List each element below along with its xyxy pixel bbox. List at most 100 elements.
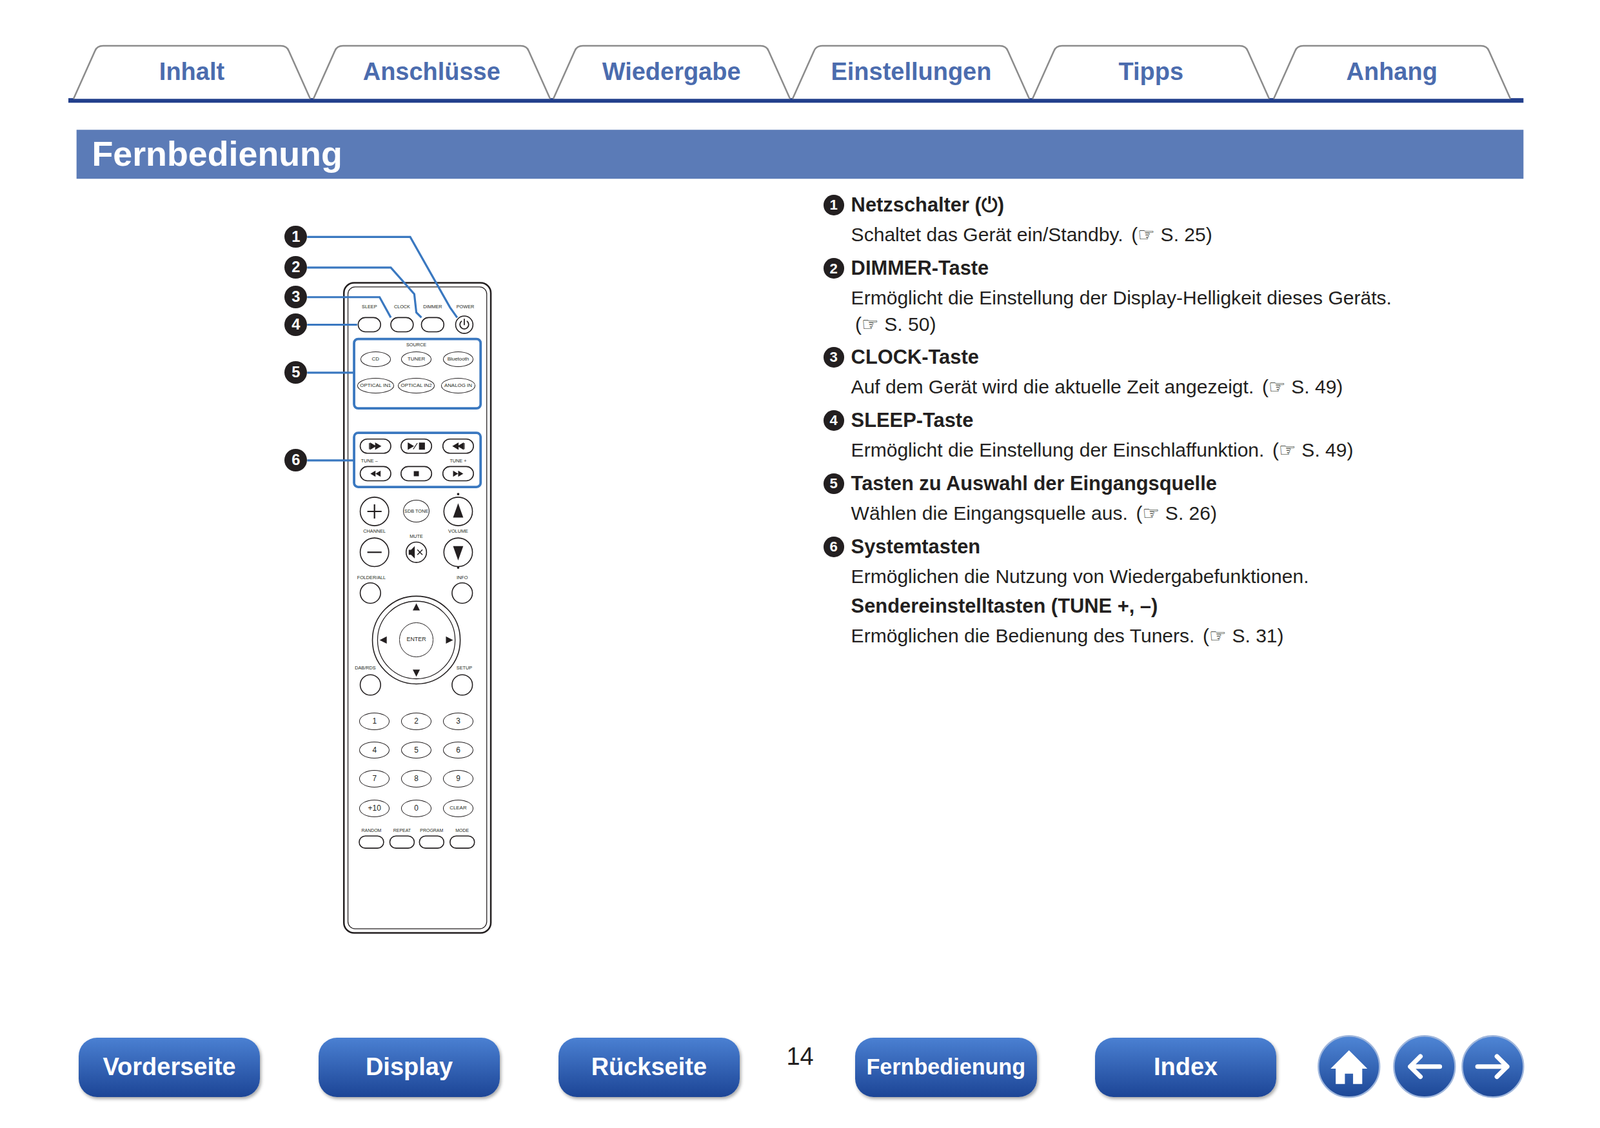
node-text: 2 — [829, 261, 838, 277]
remote-button — [359, 835, 384, 849]
node-text: 1 — [372, 717, 377, 725]
node-text: +10 — [368, 804, 382, 812]
item-description: Ermöglichen die Bedienung des Tuners. — [851, 624, 1196, 647]
volume-down-symbol — [453, 546, 464, 561]
node-text: Vorderseite — [103, 1054, 237, 1081]
leader-line — [306, 297, 391, 318]
stop-symbol — [414, 471, 420, 477]
node-text: Anschlüsse — [363, 59, 501, 86]
remote-button: 7 — [359, 770, 390, 788]
node-text: 3 — [829, 349, 838, 365]
button-label: VOLUME — [448, 528, 469, 534]
button-label: DIMMER — [423, 304, 442, 310]
remote-button: ANALOG IN — [441, 377, 476, 394]
remote-button: ENTER — [399, 622, 435, 658]
button-label: SLEEP — [361, 304, 377, 310]
node-text: 6 — [291, 452, 300, 469]
node-text: Tipps — [1118, 59, 1185, 86]
page-number: 14 — [786, 1042, 814, 1072]
remote-body-inner — [348, 286, 487, 929]
callout-number: 3 — [823, 346, 845, 368]
node-text: ANALOG IN — [444, 383, 473, 389]
button-label: TUNE – — [361, 458, 378, 464]
remote-button — [372, 595, 461, 684]
home-icon — [1330, 1049, 1368, 1084]
remote-button: 9 — [443, 770, 474, 788]
item-description: Auf dem Gerät wird die aktuelle Zeit ang… — [851, 375, 1255, 398]
button-label: INFO — [456, 574, 468, 580]
page-reference: (☞ S. 26) — [1136, 502, 1217, 525]
node-text: 1 — [291, 228, 300, 246]
remote-button — [443, 439, 474, 454]
node-text: Display — [365, 1054, 453, 1081]
remote-button — [401, 439, 432, 454]
item-description: Schaltet das Gerät ein/Standby. — [851, 223, 1124, 247]
node-text: OPTICAL IN2 — [401, 383, 433, 389]
item-heading: Tasten zu Auswahl der Eingangsquelle — [851, 472, 1217, 495]
item-description: Wählen die Eingangsquelle aus. — [851, 502, 1128, 525]
node-text: 6 — [455, 746, 461, 754]
button-label: RANDOM — [361, 828, 382, 834]
remote-button: 0 — [401, 799, 432, 818]
remote-button: OPTICAL IN2 — [397, 377, 435, 394]
remote-button: SDB TONE — [403, 499, 430, 523]
item-heading: Sendereinstelltasten (TUNE +, –) — [851, 594, 1159, 618]
page-title: Fernbedienung — [91, 134, 342, 175]
nav-icon — [1393, 1035, 1455, 1097]
remote-button — [390, 317, 414, 332]
page-reference: (☞ S. 25) — [1131, 223, 1212, 247]
callout-number: 5 — [823, 473, 845, 494]
remote-button — [360, 466, 391, 481]
node-text: Index — [1153, 1054, 1218, 1081]
node-text: Anhang — [1346, 59, 1438, 86]
power-symbol — [459, 319, 469, 329]
remote-button — [443, 537, 473, 567]
node-text: 5 — [829, 475, 838, 491]
callout-number: 4 — [823, 410, 845, 431]
page-reference: (☞ S. 31) — [1202, 624, 1284, 647]
item-heading: Systemtasten — [851, 535, 981, 558]
node-text: 9 — [455, 774, 461, 783]
tab-shape — [313, 45, 551, 99]
remote-button — [419, 835, 444, 849]
button-label: MUTE — [409, 533, 424, 540]
highlight-box — [354, 432, 481, 487]
volume-up-symbol — [453, 503, 464, 518]
node-text: 3 — [291, 288, 300, 306]
callout-number: 1 — [823, 194, 845, 216]
tab-shape — [1032, 45, 1270, 99]
title-band — [76, 129, 1524, 179]
node-text: 0 — [414, 804, 419, 812]
remote-button: Bluetooth — [443, 351, 474, 367]
remote-button: CLEAR — [443, 799, 474, 818]
tab-shape — [1273, 45, 1511, 99]
page-reference: (☞ S. 49) — [1272, 439, 1354, 462]
button-label: SETUP — [456, 665, 473, 671]
remote-button — [360, 439, 391, 454]
callout-number: 6 — [823, 536, 845, 558]
callout-number: 1 — [284, 225, 307, 249]
node-text: OPTICAL IN1 — [359, 383, 391, 389]
minus-symbol — [367, 551, 382, 553]
remote-button: CD — [360, 351, 391, 367]
remote-button — [360, 537, 389, 567]
nav-tab: Anschlüsse — [313, 45, 551, 99]
plus-symbol — [367, 504, 382, 519]
remote-button — [406, 541, 427, 563]
page-reference: (☞ S. 49) — [1262, 375, 1343, 398]
node-text: 4 — [291, 316, 300, 333]
node-text: Inhalt — [159, 59, 225, 86]
remote-body — [343, 283, 491, 934]
item-description: Ermöglicht die Einstellung der Einschlaf… — [851, 439, 1265, 462]
callout-number: 5 — [284, 361, 307, 384]
leader-line — [306, 323, 358, 326]
node-text: CLEAR — [449, 805, 467, 811]
back-arrow-icon — [1410, 1056, 1441, 1077]
nav-tab: Wiedergabe — [553, 45, 791, 99]
remote-button — [360, 497, 389, 526]
dot — [457, 492, 460, 496]
item-heading: DIMMER-Taste — [851, 256, 990, 280]
remote-button: 2 — [401, 712, 432, 731]
node-text: 7 — [372, 774, 377, 783]
nav-tab: Einstellungen — [792, 45, 1030, 99]
